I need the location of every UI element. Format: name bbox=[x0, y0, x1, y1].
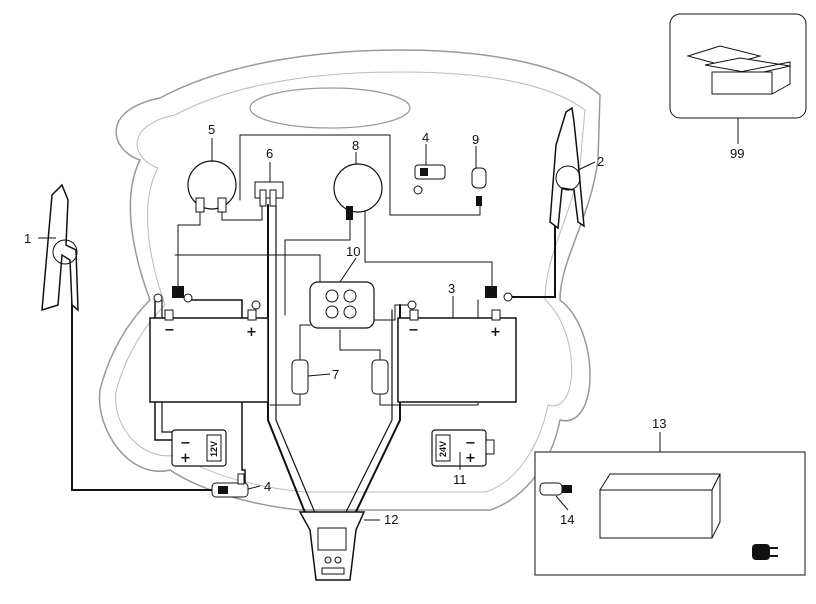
callout-1: 1 bbox=[24, 231, 31, 246]
part-9 bbox=[471, 167, 487, 189]
wire-lamp5-left bbox=[177, 209, 201, 296]
wire-fuse4-to-battery-left bbox=[189, 299, 246, 491]
switch-4-top-terminal bbox=[413, 185, 423, 195]
svg-text:+: + bbox=[465, 451, 476, 466]
svg-text:−: − bbox=[465, 436, 476, 451]
callout-13: 13 bbox=[652, 416, 666, 431]
terminal-clip bbox=[251, 300, 261, 310]
wire-fuse7-left bbox=[299, 324, 311, 371]
mains-plug bbox=[752, 544, 778, 560]
callout-99: 99 bbox=[730, 146, 744, 161]
battery-right-minus: − bbox=[408, 323, 419, 338]
wire-lamp8 bbox=[284, 209, 351, 316]
callout-2: 2 bbox=[597, 154, 604, 169]
charger-13 bbox=[599, 473, 721, 539]
callout-3: 3 bbox=[448, 281, 455, 296]
lamp-8 bbox=[333, 163, 383, 213]
battery-right-plus: + bbox=[490, 325, 501, 340]
charger-12v-label: 12V bbox=[209, 441, 219, 457]
wire-6-down-a bbox=[267, 204, 309, 521]
clamp-2 bbox=[549, 106, 585, 230]
callout-6: 6 bbox=[266, 146, 273, 161]
wire-6-down-b bbox=[275, 204, 319, 521]
wire-10-left bbox=[174, 254, 321, 286]
toolbox-99 bbox=[686, 45, 791, 95]
wire-fuse7-left-down bbox=[269, 394, 301, 406]
plug-12 bbox=[298, 511, 366, 581]
lamp-5 bbox=[187, 160, 237, 210]
battery-left: − + bbox=[149, 309, 269, 403]
terminal-clip bbox=[172, 286, 184, 298]
wire-top-loop bbox=[239, 134, 481, 216]
connector-10 bbox=[309, 281, 375, 329]
terminal-clip bbox=[407, 300, 417, 310]
wire-lamp5-right bbox=[221, 204, 263, 221]
battery-left-minus: − bbox=[164, 323, 175, 338]
callout-12: 12 bbox=[384, 512, 398, 527]
wire-clamp2-to-battery bbox=[511, 225, 556, 298]
wire-right-to-plug12-b bbox=[341, 309, 393, 521]
charger-12v: 12V − + bbox=[171, 429, 227, 467]
windshield-shape bbox=[249, 87, 411, 129]
terminal-clip bbox=[485, 286, 497, 298]
fuse-holder-4 bbox=[211, 482, 249, 498]
wire-lamp8-right bbox=[364, 209, 493, 296]
callout-10: 10 bbox=[346, 244, 360, 259]
battery-right: − + bbox=[397, 309, 517, 403]
callout-4-bottom: 4 bbox=[264, 479, 271, 494]
charger-13-plug-14 bbox=[539, 482, 572, 496]
svg-text:+: + bbox=[180, 451, 191, 466]
callout-14: 14 bbox=[560, 512, 574, 527]
leader-lines bbox=[38, 118, 739, 521]
wire-clamp1-to-fuse4 bbox=[71, 299, 213, 491]
callout-11: 11 bbox=[453, 472, 467, 487]
vehicle-body-outline bbox=[98, 49, 601, 511]
connector-6 bbox=[254, 181, 284, 199]
callout-5: 5 bbox=[208, 122, 215, 137]
charger-24v-label: 24V bbox=[438, 441, 448, 457]
terminal-clip bbox=[153, 293, 163, 303]
callout-4-top: 4 bbox=[422, 130, 429, 145]
wire-right-to-plug12 bbox=[351, 304, 401, 521]
callout-9: 9 bbox=[472, 132, 479, 147]
callout-7: 7 bbox=[332, 367, 339, 382]
lamp-5-conn-b bbox=[217, 197, 227, 213]
charger-24v: 24V − + bbox=[431, 429, 495, 467]
vehicle-body-inner-outline bbox=[115, 71, 586, 493]
lamp-5-conn-a bbox=[195, 197, 205, 213]
switch-4-top bbox=[414, 164, 446, 180]
fuse-7-left bbox=[291, 359, 309, 395]
fuse-7-right bbox=[371, 359, 389, 395]
callout-8: 8 bbox=[352, 138, 359, 153]
lamp-8-conn bbox=[346, 206, 353, 220]
terminal-clip bbox=[503, 292, 513, 302]
clamp-1 bbox=[41, 183, 79, 312]
terminal-clip bbox=[183, 293, 193, 303]
battery-left-plus: + bbox=[246, 325, 257, 340]
svg-text:−: − bbox=[180, 436, 191, 451]
